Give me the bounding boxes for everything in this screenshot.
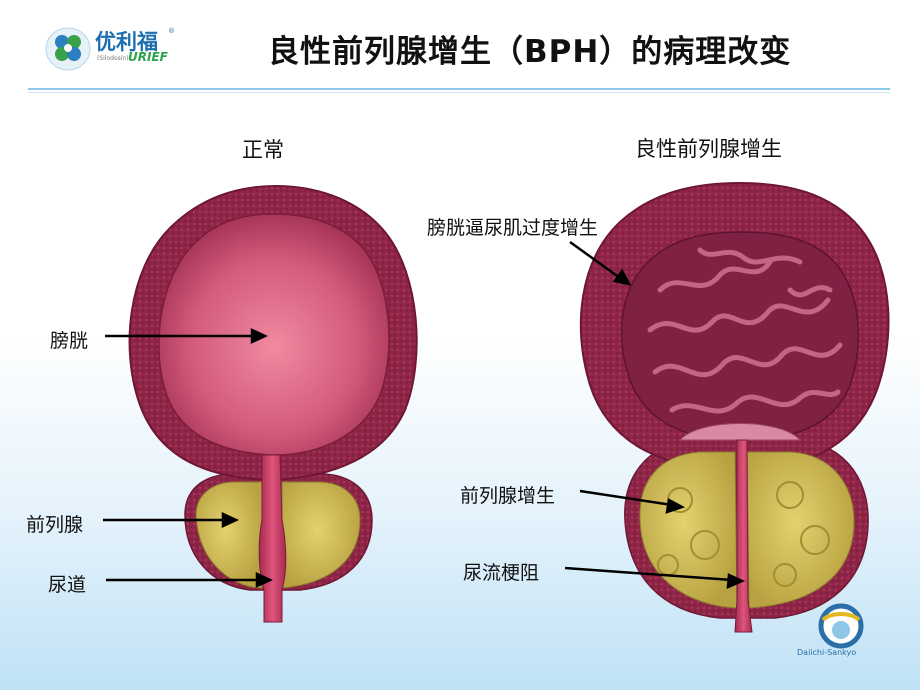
normal-prostate-right-lobe xyxy=(281,481,361,589)
logo-brand-cn: 优利福 xyxy=(95,30,158,54)
normal-prostate-label: 前列腺 xyxy=(26,514,84,536)
daiichi-sankyo-logo-icon xyxy=(818,603,864,649)
urethra-label: 尿道 xyxy=(48,574,87,596)
bph-bladder-lumen xyxy=(620,231,860,441)
bph-median-lobe xyxy=(678,423,802,441)
urief-logo: 优利福 ® (Silodosin) URIEF xyxy=(44,26,184,72)
page-title: 良性前列腺增生（BPH）的病理改变 xyxy=(268,34,792,70)
pointer-arrows xyxy=(103,240,746,589)
bph-prostate-right-lobe xyxy=(746,451,855,609)
header-divider-light xyxy=(28,92,890,93)
company-name: Daiichi-Sankyo xyxy=(797,648,857,657)
detrusor-hyperplasia-label: 膀胱逼尿肌过度增生 xyxy=(427,217,599,239)
normal-bladder-lumen xyxy=(158,213,390,456)
logo-brand-en: URIEF xyxy=(128,50,168,64)
obstruction-label: 尿流梗阻 xyxy=(463,562,540,584)
bph-anatomy xyxy=(579,181,890,633)
bph-heading: 良性前列腺增生 xyxy=(635,137,782,161)
normal-heading: 正常 xyxy=(242,138,284,162)
bph-prostate-label: 前列腺增生 xyxy=(460,485,556,507)
header-divider xyxy=(28,88,890,90)
bladder-label: 膀胱 xyxy=(50,330,89,352)
bph-trabeculae xyxy=(647,247,843,414)
logo-registered-mark: ® xyxy=(168,27,175,35)
normal-prostate-left-lobe xyxy=(195,481,263,589)
bph-urethra xyxy=(734,439,753,633)
clover-icon xyxy=(45,27,91,71)
normal-anatomy xyxy=(128,184,418,623)
logo-tagline: (Silodosin) xyxy=(97,55,129,62)
